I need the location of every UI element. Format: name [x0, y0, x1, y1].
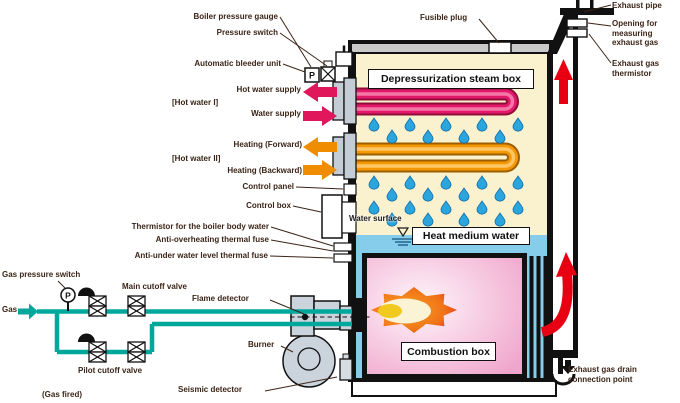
thermal-fuse-fitting-icon: [333, 253, 353, 263]
label-control-box: Control box: [246, 201, 291, 210]
label-hot-water-circuit-1: [Hot water I]: [172, 98, 219, 107]
label-exhaust-gas-drain: Exhaust gas drain connection point: [568, 365, 637, 384]
pilot-governor-icon: [78, 333, 95, 342]
heating-forward-arrow: [303, 137, 337, 157]
label-automatic-bleeder-unit: Automatic bleeder unit: [194, 59, 281, 68]
exhaust-thermistor-port-icon: [566, 28, 588, 38]
control-panel-icon: [343, 183, 357, 196]
label-gas-pressure-switch: Gas pressure switch: [2, 270, 81, 279]
exhaust-curved-arrow: [556, 252, 577, 277]
flame-detector-icon: [301, 313, 309, 321]
pilot-cutoff-valve-icons: [88, 341, 146, 363]
thermistor-fitting-icon: [333, 242, 353, 252]
water-supply-arrow: [303, 106, 337, 126]
seismic-detector-icon: [339, 353, 353, 381]
label-water-surface: Water surface: [349, 214, 402, 223]
bleeder-unit-icons: P: [304, 45, 353, 83]
exhaust-pipe-wall: [576, 0, 580, 10]
label-hot-water-circuit-2: [Hot water II]: [172, 154, 221, 163]
water-surface-marker-icon: [392, 227, 414, 246]
label-pilot-cutoff-valve: Pilot cutoff valve: [78, 366, 143, 375]
label-opening-for-measuring: Opening for measuring exhaust gas: [612, 19, 659, 47]
burner-flame: [371, 287, 457, 333]
gas-gauge-letter: P: [65, 291, 71, 301]
label-exhaust-pipe: Exhaust pipe: [612, 1, 662, 10]
control-box-icon: [321, 194, 343, 239]
main-governor-icon: [78, 287, 95, 296]
boiler-gauge-letter: P: [309, 71, 315, 81]
blower-fan: [297, 347, 321, 371]
exhaust-up-arrow: [554, 59, 573, 104]
heating-coil: [352, 142, 520, 173]
label-heat-medium-water: Heat medium water: [412, 227, 530, 245]
heating-backward-arrow: [303, 160, 337, 180]
label-control-panel: Control panel: [242, 182, 294, 191]
label-anti-overheating-fuse: Anti-overheating thermal fuse: [155, 235, 269, 244]
circuit-arrows: [303, 82, 337, 180]
label-hot-water-supply: Hot water supply: [236, 85, 301, 94]
label-heating-forward: Heating (Forward): [233, 140, 302, 149]
label-gas-fired: (Gas fired): [42, 390, 83, 399]
label-fusible-plug: Fusible plug: [420, 13, 468, 22]
label-flame-detector: Flame detector: [192, 294, 249, 303]
pressure-switch-icon: [320, 66, 336, 82]
base-platform: [351, 380, 557, 397]
label-burner: Burner: [248, 340, 275, 349]
label-water-supply: Water supply: [251, 109, 301, 118]
main-cutoff-valve-icons: [88, 295, 146, 317]
hot-water-coil: [352, 87, 519, 116]
label-exhaust-gas-thermistor: Exhaust gas thermistor: [612, 59, 660, 78]
gas-piping: P: [18, 287, 372, 363]
control-box-icons: [321, 183, 357, 263]
hot-water-supply-arrow: [303, 82, 337, 102]
gas-inlet-arrow: [18, 303, 38, 320]
label-combustion-box: Combustion box: [401, 342, 496, 361]
gas-pressure-gauge-icon: [60, 287, 76, 303]
label-thermistor: Thermistor for the boiler body water: [131, 222, 269, 231]
label-depressurization-steam-box: Depressurization steam box: [368, 69, 534, 89]
exhaust-flow-arrows: [540, 59, 577, 337]
measuring-opening-icon: [566, 18, 588, 28]
label-pressure-switch: Pressure switch: [216, 28, 278, 37]
boiler-pressure-gauge-icon: [304, 67, 320, 83]
label-boiler-pressure-gauge: Boiler pressure gauge: [193, 12, 278, 21]
label-heating-backward: Heating (Backward): [227, 166, 302, 175]
drain-connection-icon: [550, 358, 576, 386]
fusible-plug-icon: [488, 41, 512, 54]
label-anti-under-water-fuse: Anti-under water level thermal fuse: [134, 251, 268, 260]
label-main-cutoff-valve: Main cutoff valve: [122, 282, 187, 291]
leader-lines: [57, 4, 612, 392]
label-seismic-detector: Seismic detector: [178, 385, 243, 394]
coil-flanges: [332, 77, 357, 180]
label-gas: Gas: [2, 305, 18, 314]
